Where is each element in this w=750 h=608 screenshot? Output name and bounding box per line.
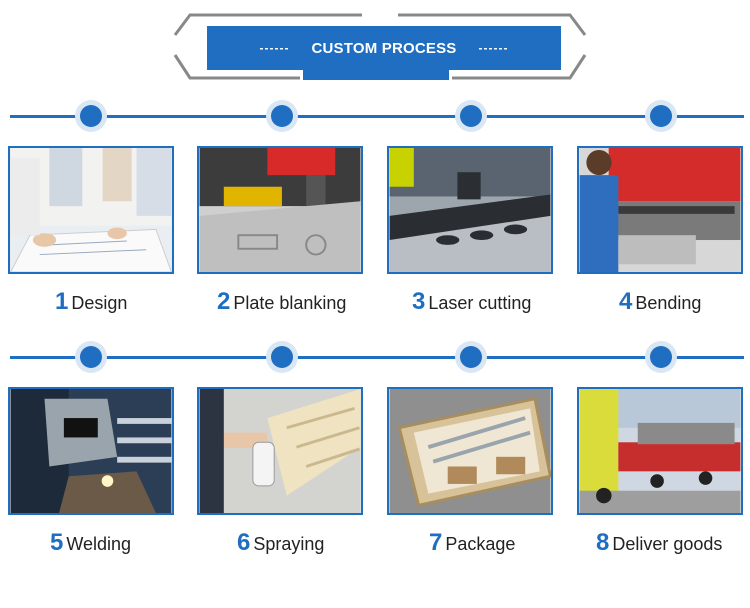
step-label: Spraying <box>253 534 325 554</box>
step-label: Welding <box>66 534 132 554</box>
header-frame <box>173 13 587 80</box>
title-banner: ------ CUSTOM PROCESS ------ <box>207 26 561 70</box>
step-number: 3 <box>412 288 426 315</box>
header: ------ CUSTOM PROCESS ------ <box>0 0 750 90</box>
timeline-dot <box>645 100 677 132</box>
timeline-row-2 <box>10 356 744 359</box>
timeline-dot <box>645 341 677 373</box>
welding-photo <box>8 387 174 515</box>
step-number: 8 <box>596 529 610 556</box>
step-number: 1 <box>55 288 69 315</box>
step-number: 4 <box>619 288 633 315</box>
title-dashes-right: ------ <box>478 41 509 55</box>
timeline-dot <box>75 341 107 373</box>
timeline-dot <box>455 100 487 132</box>
banner-tab <box>303 70 449 80</box>
step-label: Design <box>71 293 128 313</box>
laser-cutting-photo <box>387 146 553 274</box>
title-dashes-left: ------ <box>259 41 290 55</box>
timeline-dot <box>266 100 298 132</box>
step-number: 5 <box>50 529 64 556</box>
step-number: 6 <box>237 529 251 556</box>
step-label: Bending <box>635 293 702 313</box>
bending-photo <box>577 146 743 274</box>
deliver-goods-photo <box>577 387 743 515</box>
plate-blanking-photo <box>197 146 363 274</box>
page-title: CUSTOM PROCESS <box>311 39 457 57</box>
timeline-dot <box>75 100 107 132</box>
timeline-dot <box>455 341 487 373</box>
step-label: Laser cutting <box>428 293 532 313</box>
timeline-row-1 <box>10 115 744 118</box>
step-number: 7 <box>429 529 443 556</box>
design-photo <box>8 146 174 274</box>
package-photo <box>387 387 553 515</box>
step-label: Plate blanking <box>233 293 347 313</box>
spraying-photo <box>197 387 363 515</box>
timeline-dot <box>266 341 298 373</box>
step-number: 2 <box>217 288 231 315</box>
step-label: Package <box>445 534 516 554</box>
step-label: Deliver goods <box>612 534 723 554</box>
